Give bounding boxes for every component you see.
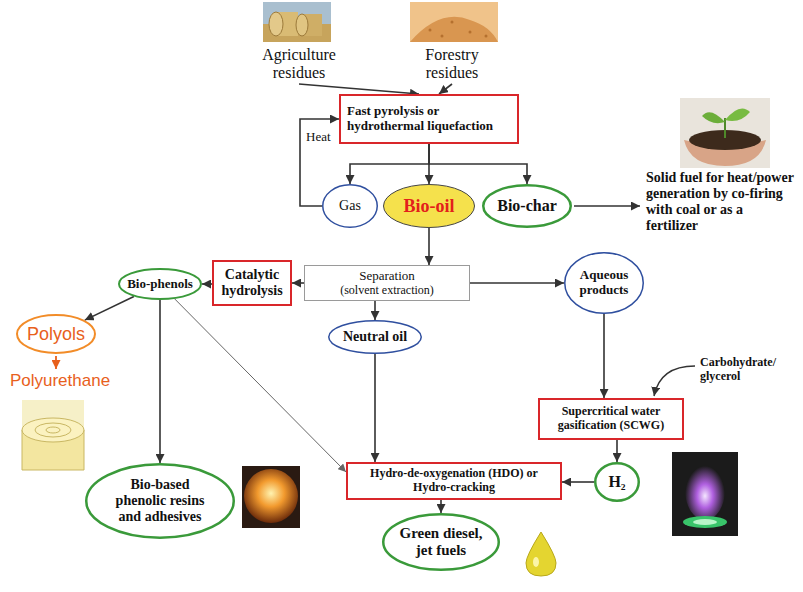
flow-arrow xyxy=(440,500,442,513)
node-text: (solvent extraction) xyxy=(310,284,464,298)
oil-drop-photo xyxy=(526,532,556,576)
text-group: Agriculture residues xyxy=(254,46,344,83)
process-box: Catalytic hydrolysis xyxy=(212,260,292,306)
product-ellipse: Green diesel, jet fuels xyxy=(382,513,500,571)
text-group: Bio-char xyxy=(492,197,562,215)
node-text: Gas xyxy=(328,198,372,214)
text-group: Aqueous products xyxy=(574,268,634,298)
text-group: Bio-based phenolic resins and adhesives xyxy=(105,477,215,525)
note-text: Solid fuel for heat/power generation by … xyxy=(646,170,798,234)
flow-arrow xyxy=(374,301,376,320)
ellipse-shape xyxy=(595,463,639,501)
flow-arrow xyxy=(439,84,452,94)
flow-arrow xyxy=(374,354,376,462)
product-ellipse: Bio-based phenolic resins and adhesives xyxy=(85,463,235,539)
soil-hands-photo xyxy=(680,98,770,168)
text-group: Green diesel, jet fuels xyxy=(396,525,486,560)
text-group: Bio-oil xyxy=(393,196,465,217)
node-text: H₂ xyxy=(600,473,634,491)
node-text: Polyols xyxy=(22,324,90,345)
node-text: Forestry residues xyxy=(406,46,498,83)
flow-arrow xyxy=(350,144,429,184)
flow-arrow xyxy=(470,282,564,284)
product-ellipse: Neutral oil xyxy=(328,320,422,354)
node-text: Fast pyrolysis or hydrothermal liquefact… xyxy=(347,104,511,134)
edge-label: Heat xyxy=(305,130,332,145)
product-ellipse: Bio-phenols xyxy=(118,268,202,300)
product-circle: Gas xyxy=(322,184,378,228)
foam-roll-photo xyxy=(22,400,84,470)
node-text: Bio-phenols xyxy=(125,277,195,292)
input-label: Carbohydrate/ glycerol xyxy=(700,356,796,384)
hay-bale-photo xyxy=(263,2,331,42)
process-box: Separation(solvent extraction) xyxy=(304,265,470,301)
text-group: Bio-phenols xyxy=(125,277,195,292)
flow-arrow xyxy=(159,300,161,463)
flame-photo xyxy=(672,452,738,536)
flow-arrow xyxy=(616,440,618,462)
node-text: Hydro-de-oxygenation (HDO) or Hydro-crac… xyxy=(354,467,554,495)
leader-arrow xyxy=(574,205,640,207)
ellipse-shape xyxy=(119,269,201,299)
process-box: Hydro-de-oxygenation (HDO) or Hydro-crac… xyxy=(346,462,562,500)
text-group: Neutral oil xyxy=(338,329,412,345)
process-box: Fast pyrolysis or hydrothermal liquefact… xyxy=(339,94,519,144)
resin-photo xyxy=(242,466,300,528)
text-group: Supercritical water gasification (SCWG) xyxy=(546,405,676,433)
node-text: Aqueous products xyxy=(574,268,634,298)
product-circle: H₂ xyxy=(594,462,640,502)
product-ellipse: Bio-char xyxy=(482,184,572,228)
text-group: Catalytic hydrolysis xyxy=(217,267,287,299)
flow-arrow xyxy=(175,299,346,472)
node-text: Catalytic hydrolysis xyxy=(217,267,287,299)
process-box: Supercritical water gasification (SCWG) xyxy=(538,398,684,440)
product-ellipse: Polyols xyxy=(16,314,96,354)
flow-arrow xyxy=(299,84,419,94)
flow-arrow xyxy=(85,297,134,321)
text-group: Hydro-de-oxygenation (HDO) or Hydro-crac… xyxy=(354,467,554,495)
node-text: Separation xyxy=(310,269,464,284)
source-caption: Forestry residues xyxy=(406,44,498,84)
node-text: Supercritical water gasification (SCWG) xyxy=(546,405,676,433)
text-group: Fast pyrolysis or hydrothermal liquefact… xyxy=(347,104,511,134)
node-text: Green diesel, jet fuels xyxy=(396,525,486,560)
flow-arrow xyxy=(429,144,527,184)
ellipse-shape xyxy=(483,185,571,227)
ellipse-shape xyxy=(323,185,378,228)
text-group: Forestry residues xyxy=(406,46,498,83)
text-group: Polyols xyxy=(22,324,90,345)
node-text: Bio-char xyxy=(492,197,562,215)
flow-arrow xyxy=(428,228,430,265)
ellipse-shape xyxy=(329,321,422,354)
flow-arrow xyxy=(603,314,605,398)
sawdust-photo xyxy=(410,2,498,42)
node-text: Bio-based phenolic resins and adhesives xyxy=(105,477,215,525)
ellipse-shape xyxy=(383,514,499,570)
ellipse-shape xyxy=(565,253,644,314)
product-label: Polyurethane xyxy=(4,371,116,391)
leader-arrow xyxy=(55,356,57,369)
text-group: Gas xyxy=(328,198,372,214)
node-text: Neutral oil xyxy=(338,329,412,345)
ellipse-shape xyxy=(384,185,475,228)
flow-arrow xyxy=(202,283,212,285)
product-circle: Aqueous products xyxy=(564,252,644,314)
flow-arrow xyxy=(562,481,594,483)
node-text: Bio-oil xyxy=(393,196,465,217)
source-caption: Agriculture residues xyxy=(254,44,344,84)
text-group: Separation(solvent extraction) xyxy=(310,269,464,298)
ellipse-shape xyxy=(17,315,95,353)
product-ellipse: Bio-oil xyxy=(383,184,475,228)
node-text: Agriculture residues xyxy=(254,46,344,83)
leader-arrow xyxy=(654,366,695,396)
ellipse-shape xyxy=(86,464,234,538)
flow-arrow xyxy=(292,282,304,284)
text-group: H₂ xyxy=(600,473,634,491)
